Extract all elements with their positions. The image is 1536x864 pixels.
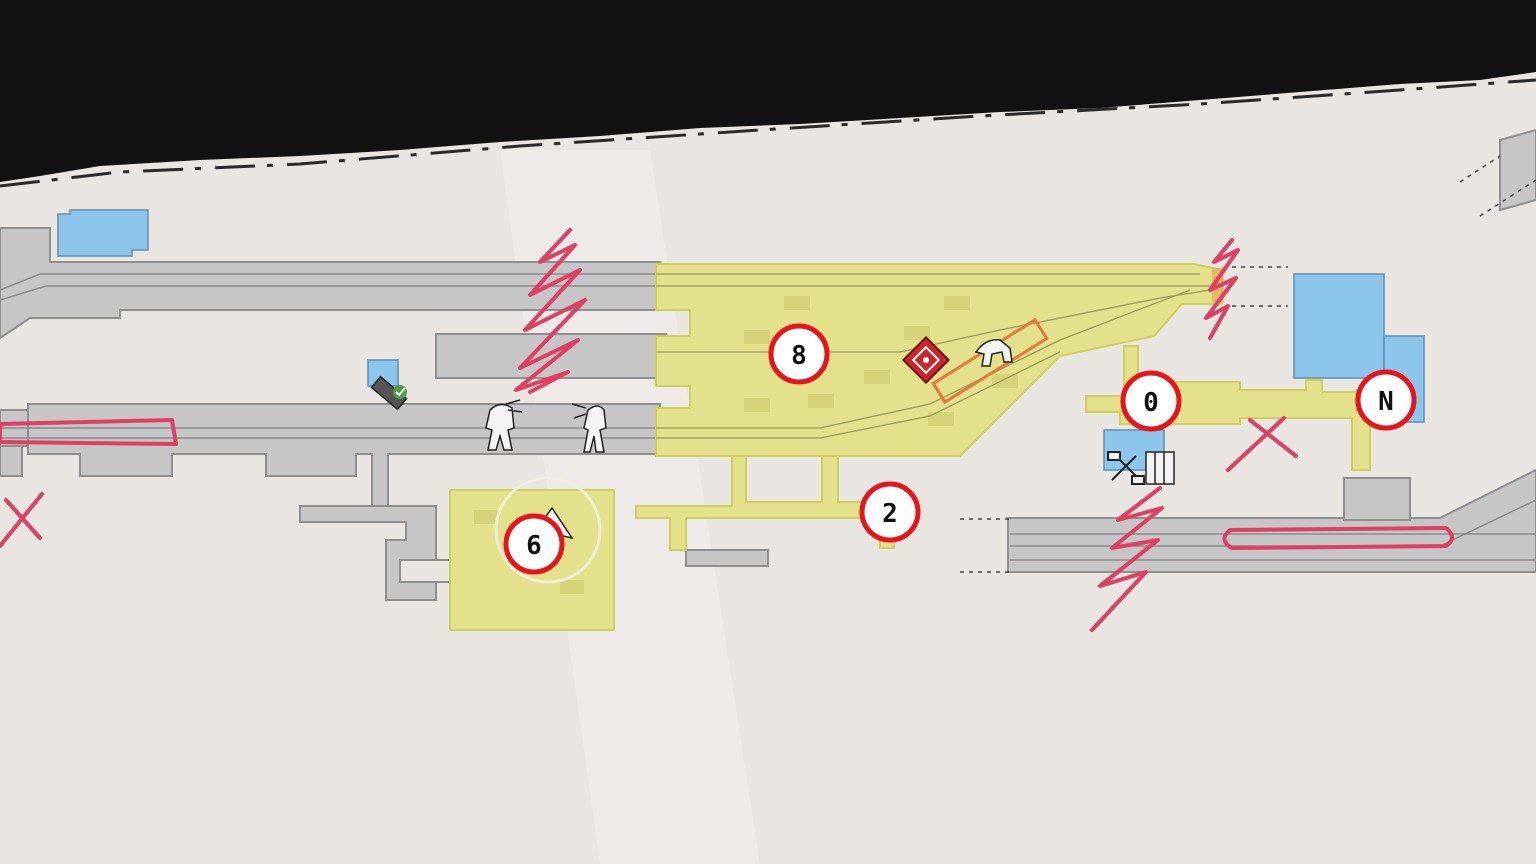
- scribble-left-bar: [0, 418, 178, 446]
- blue-rooms: [57, 209, 1425, 471]
- corridor-right-pillar: [1343, 477, 1411, 521]
- marker-label-n: N: [1378, 387, 1394, 417]
- marker-n[interactable]: N: [1355, 369, 1417, 431]
- torn-edge-top: [0, 0, 1536, 182]
- zombie-icon: [974, 339, 1013, 367]
- corridor-far-right-curve: [1499, 128, 1536, 212]
- scribble-right-bar: [1222, 526, 1454, 550]
- scribble-lower: [1090, 486, 1164, 632]
- marker-6[interactable]: 6: [503, 513, 565, 575]
- marker-label-0: 0: [1143, 388, 1159, 418]
- marker-label-2: 2: [882, 499, 898, 529]
- dotted-lines: [960, 155, 1536, 573]
- supply-item[interactable]: [370, 375, 408, 411]
- locker-icon[interactable]: [1145, 451, 1175, 485]
- corridor-mid-platform: [435, 333, 667, 379]
- room-blue-top-left: [57, 209, 149, 257]
- paper-fold: [500, 150, 760, 864]
- corridor-upper-left: [0, 227, 661, 340]
- cross-left: [0, 492, 44, 548]
- scribble-upper: [514, 228, 587, 394]
- corridor-left-stub: [0, 445, 23, 477]
- corridor-lower-stub: [685, 549, 769, 567]
- marker-8[interactable]: 8: [768, 323, 830, 385]
- objective-icon[interactable]: [901, 335, 951, 385]
- corridor-loop-inner: [399, 559, 451, 583]
- marker-label-6: 6: [526, 531, 542, 561]
- scribble-upper-right: [1204, 238, 1240, 340]
- zombie-icon: [485, 399, 523, 451]
- highlight-lower-corridors: [635, 455, 895, 551]
- highlight-details: [474, 296, 1018, 594]
- workbench-icon[interactable]: [1107, 451, 1145, 485]
- marker-2[interactable]: 2: [859, 481, 921, 543]
- room-blue-right-large: [1293, 273, 1385, 379]
- player-range-ring: [494, 476, 602, 584]
- marker-label-8: 8: [791, 341, 807, 371]
- marker-0[interactable]: 0: [1120, 370, 1182, 432]
- red-scribbles: [0, 228, 1454, 632]
- checkmark-icon: [393, 385, 407, 399]
- rat-icon: [571, 403, 607, 453]
- torn-edge-streaks: [0, 78, 1536, 188]
- cross-right: [1226, 416, 1298, 472]
